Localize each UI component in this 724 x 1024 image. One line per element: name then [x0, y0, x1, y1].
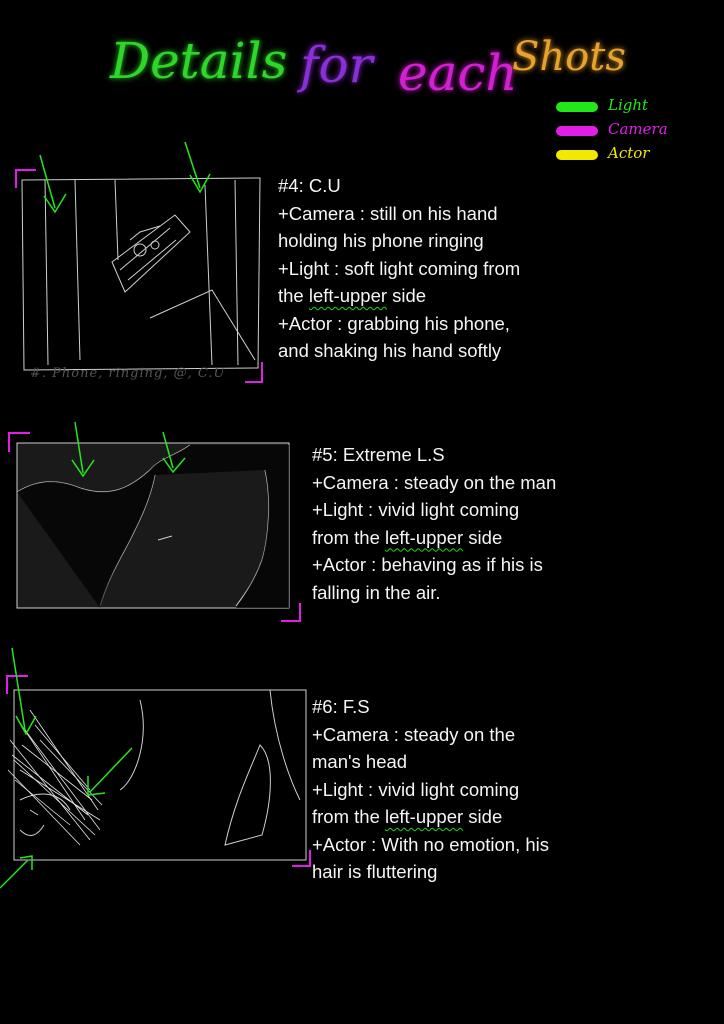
- title-word-each: each: [398, 44, 518, 102]
- shot-5-details: #5: Extreme L.S +Camera : steady on the …: [312, 441, 556, 606]
- shot-4-light-underlined: left-upper: [308, 285, 388, 306]
- shot-5-camera: +Camera : steady on the man: [312, 471, 557, 493]
- shot-5-light-arrows: [71, 421, 186, 478]
- shot-5-light: +Light : vivid light coming: [312, 499, 520, 520]
- shot-6-light-arrows: [0, 647, 133, 889]
- shot-4-camera-cont: holding his phone ringing: [278, 230, 484, 251]
- shot-6-light: +Light : vivid light coming: [312, 778, 520, 800]
- shot-6-camera-cont: man's head: [312, 751, 408, 772]
- legend-label-actor: Actor: [608, 144, 650, 162]
- legend-swatch-camera: [556, 126, 598, 136]
- shot-6-light-post: side: [463, 806, 503, 827]
- legend-swatch-light: [556, 102, 598, 112]
- shot-6-hair-strokes: [7, 709, 103, 846]
- title-word-shots: Shots: [512, 34, 626, 80]
- shot-4-actor-cont: and shaking his hand softly: [278, 340, 502, 361]
- shot-5-heading: #5: Extreme L.S: [312, 444, 445, 465]
- shot-4-caption: #. Phone, ringing, @, C.U: [30, 366, 226, 381]
- shot-6-actor-cont: hair is fluttering: [312, 861, 438, 882]
- shot-5-actor: +Actor : behaving as if his is: [312, 554, 543, 575]
- title-word-details: Details: [110, 32, 288, 90]
- shot-4-actor: +Actor : grabbing his phone,: [278, 312, 510, 334]
- shot-4-light-arrows: [39, 141, 211, 214]
- page-title: Details for each Shots: [110, 30, 626, 110]
- shot-4-light-cont: the left-upper side: [278, 282, 520, 310]
- shot-6-heading: #6: F.S: [312, 696, 370, 717]
- shot-5-camera-brackets: [8, 432, 301, 622]
- shot-5-actor-cont: falling in the air.: [312, 581, 441, 603]
- shot-5-light-pre: from the: [312, 526, 385, 548]
- legend-swatch-actor: [556, 150, 598, 160]
- shot-5-light-cont: from the left-upper side: [312, 524, 556, 552]
- color-legend: Light Camera Actor: [556, 96, 724, 168]
- shot-4-camera: +Camera : still on his hand: [278, 202, 498, 224]
- legend-item-actor: Actor: [556, 144, 724, 168]
- shot-6-light-underlined: left-upper: [385, 806, 464, 827]
- shot-6-camera: +Camera : steady on the: [312, 723, 516, 745]
- shot-6-light-cont: from the left-upper side: [312, 803, 549, 831]
- shot-4-heading: #4: C.U: [278, 175, 341, 196]
- shot-6-actor: +Actor : With no emotion, his: [312, 833, 550, 855]
- shot-4-light-pre: the: [278, 285, 309, 306]
- shot-5-light-underlined: left-upper: [385, 526, 464, 548]
- shot-4-sketch: [21, 177, 261, 371]
- legend-item-light: Light: [556, 96, 724, 120]
- legend-label-camera: Camera: [608, 120, 668, 138]
- legend-label-light: Light: [608, 96, 649, 114]
- shot-6-details: #6: F.S +Camera : steady on the man's he…: [312, 693, 549, 886]
- shot-6-light-pre: from the: [312, 806, 385, 827]
- shot-4-light: +Light : soft light coming from: [278, 257, 521, 279]
- shot-6-camera-brackets: [6, 675, 311, 867]
- title-word-for: for: [300, 36, 373, 94]
- shot-4-details: #4: C.U +Camera : still on his hand hold…: [278, 172, 520, 365]
- shot-4-camera-brackets: [15, 169, 263, 383]
- legend-item-camera: Camera: [556, 120, 724, 144]
- shot-6-sketch: [13, 689, 307, 861]
- shot-5-light-post: side: [463, 526, 503, 548]
- shot-4-light-post: side: [387, 285, 427, 306]
